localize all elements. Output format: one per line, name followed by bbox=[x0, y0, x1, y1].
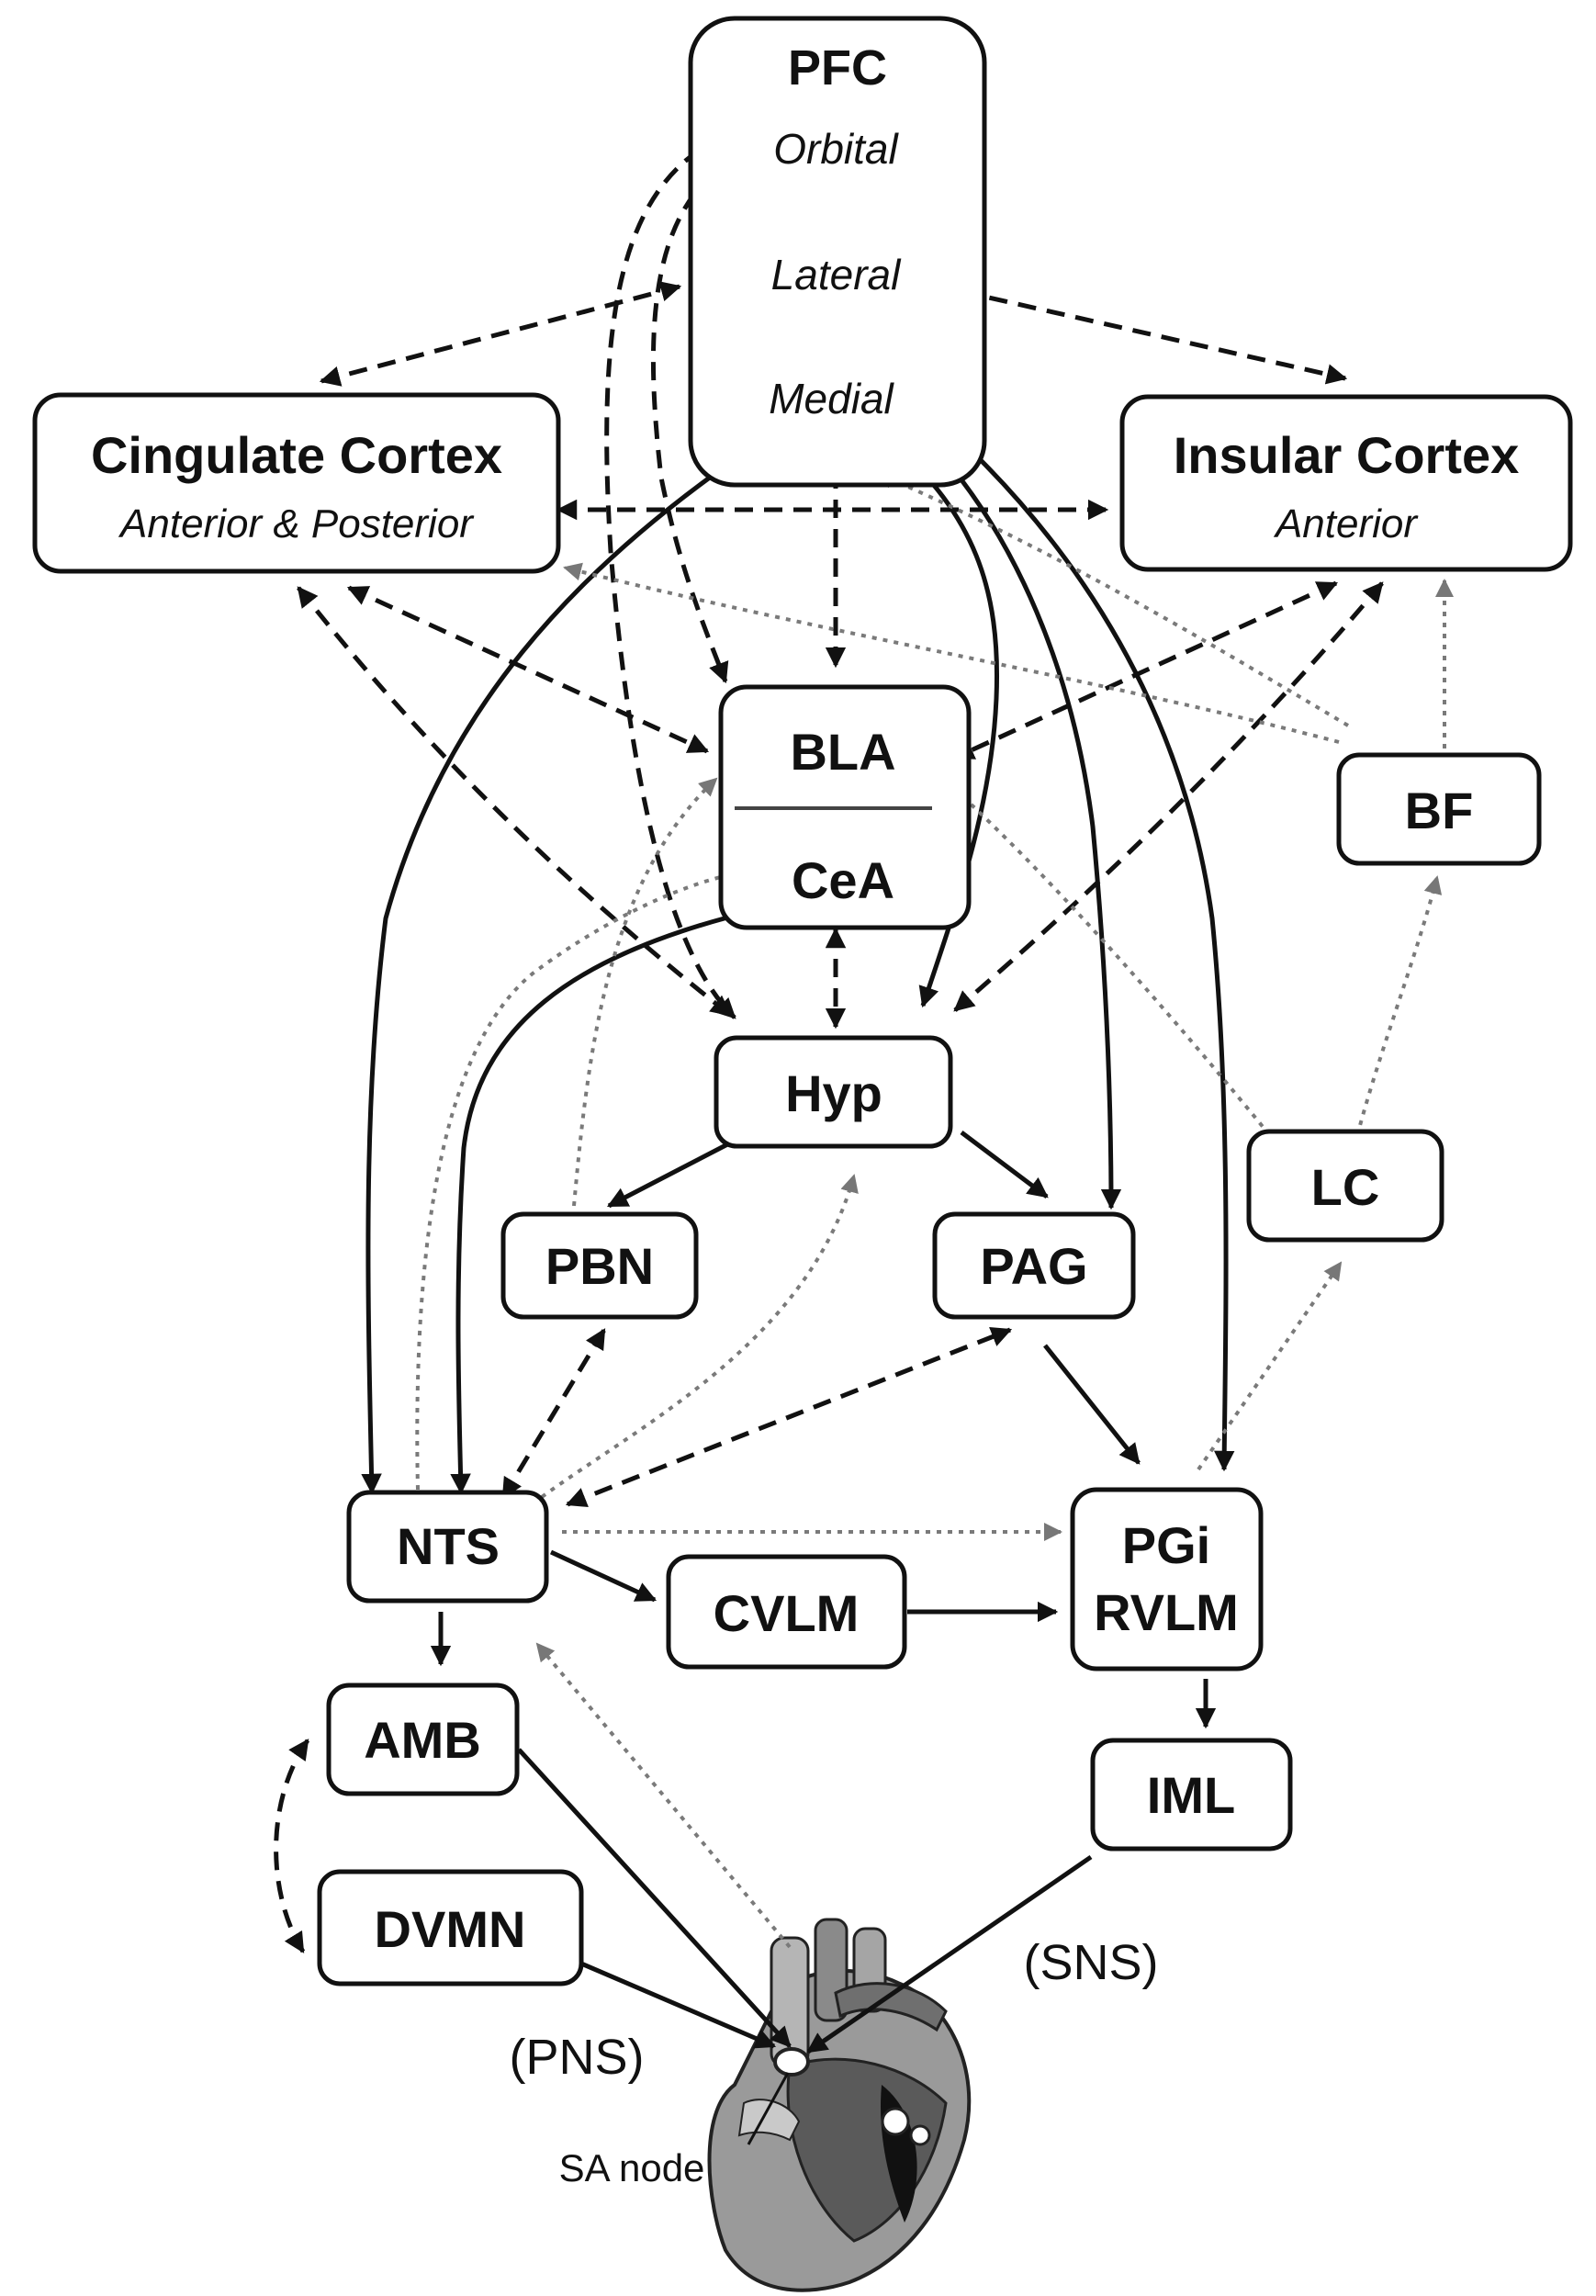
arrow-amb-to-heart bbox=[517, 1748, 792, 2048]
sa-node-icon bbox=[773, 2047, 810, 2077]
lc-label: LC bbox=[1311, 1158, 1380, 1216]
sa-node-pointer bbox=[747, 2072, 790, 2145]
node-bf[interactable]: BF bbox=[1336, 752, 1542, 866]
arrow-hyp-to-pbn bbox=[607, 1138, 736, 1209]
pgi-label: PGi bbox=[1122, 1516, 1210, 1574]
node-lc[interactable]: LC bbox=[1246, 1129, 1444, 1243]
node-nts[interactable]: NTS bbox=[346, 1490, 549, 1604]
pag-label: PAG bbox=[980, 1237, 1087, 1295]
arrow-pag-to-pgi bbox=[1043, 1344, 1141, 1465]
node-cingulate-cortex[interactable]: Cingulate Cortex Anterior & Posterior bbox=[32, 392, 561, 574]
dashed-pfc-cingulate bbox=[319, 281, 682, 387]
node-pfc[interactable]: PFC Orbital Lateral Medial bbox=[688, 16, 987, 488]
hyp-label: Hyp bbox=[785, 1064, 882, 1122]
dotted-lc-to-bla bbox=[949, 783, 1278, 1145]
node-iml[interactable]: IML bbox=[1090, 1738, 1293, 1851]
pns-label: (PNS) bbox=[510, 2030, 645, 2085]
dashed-nts-pbn bbox=[500, 1328, 607, 1499]
arrow-cea-to-nts bbox=[450, 908, 754, 1495]
dotted-connections bbox=[415, 471, 1454, 1949]
dotted-bf-to-cingulate bbox=[563, 562, 1340, 744]
arrow-nts-to-cvlm bbox=[549, 1549, 658, 1603]
heart-icon bbox=[707, 1918, 972, 2292]
pfc-lateral-label: Lateral bbox=[771, 251, 902, 298]
pbn-label: PBN bbox=[545, 1237, 654, 1295]
amb-label: AMB bbox=[364, 1711, 481, 1769]
dashed-orbital-to-hyp bbox=[604, 133, 736, 1019]
dotted-pbn-to-bla bbox=[572, 777, 718, 1207]
dashed-cingulate-hyp bbox=[297, 586, 732, 1017]
sa-node-label: SA node bbox=[559, 2146, 705, 2189]
iml-label: IML bbox=[1147, 1766, 1235, 1824]
dashed-nts-pag bbox=[565, 1326, 1013, 1508]
dashed-insular-hyp bbox=[953, 581, 1384, 1012]
node-pgi-rvlm[interactable]: PGi RVLM bbox=[1070, 1487, 1264, 1671]
dashed-cingulate-bla bbox=[346, 585, 710, 754]
node-insular-cortex[interactable]: Insular Cortex Anterior bbox=[1119, 394, 1573, 572]
rvlm-label: RVLM bbox=[1094, 1583, 1239, 1641]
dashed-pfc-insular bbox=[929, 278, 1348, 385]
dotted-pgi-to-lc bbox=[1197, 1261, 1343, 1471]
arrow-pfc-to-nts bbox=[361, 438, 764, 1495]
bla-label: BLA bbox=[790, 723, 895, 781]
dvmn-label: DVMN bbox=[375, 1900, 526, 1958]
node-pag[interactable]: PAG bbox=[932, 1211, 1136, 1320]
dotted-lc-to-bf bbox=[1353, 875, 1443, 1147]
node-pbn[interactable]: PBN bbox=[500, 1211, 699, 1320]
cingulate-subtitle: Anterior & Posterior bbox=[118, 501, 475, 546]
node-cvlm[interactable]: CVLM bbox=[666, 1554, 907, 1670]
arrow-iml-to-heart bbox=[806, 1854, 1093, 2054]
node-amygdala[interactable]: BLA CeA bbox=[718, 684, 972, 930]
dotted-nts-to-hyp bbox=[540, 1174, 859, 1499]
cvlm-label: CVLM bbox=[714, 1584, 860, 1642]
cingulate-title: Cingulate Cortex bbox=[91, 426, 502, 484]
nts-label: NTS bbox=[397, 1517, 500, 1575]
insular-subtitle: Anterior bbox=[1273, 501, 1419, 546]
pfc-medial-label: Medial bbox=[769, 375, 894, 422]
cea-label: CeA bbox=[792, 851, 894, 909]
pfc-orbital-label: Orbital bbox=[773, 125, 899, 173]
node-hyp[interactable]: Hyp bbox=[714, 1035, 953, 1149]
arrow-dvmn-to-heart bbox=[580, 1961, 777, 2049]
dotted-nts-to-cea bbox=[415, 863, 753, 1491]
node-dvmn[interactable]: DVMN bbox=[317, 1869, 584, 1986]
dotted-bf-to-pfc bbox=[875, 471, 1350, 727]
dashed-amb-dvmn bbox=[274, 1739, 310, 1953]
node-amb[interactable]: AMB bbox=[326, 1683, 520, 1796]
pfc-title: PFC bbox=[788, 40, 887, 96]
insular-title: Insular Cortex bbox=[1174, 426, 1520, 484]
bf-label: BF bbox=[1405, 782, 1474, 839]
dashed-orbital-to-bla bbox=[650, 153, 741, 684]
sns-label: (SNS) bbox=[1024, 1935, 1159, 1990]
arrow-hyp-to-pag bbox=[960, 1131, 1049, 1199]
